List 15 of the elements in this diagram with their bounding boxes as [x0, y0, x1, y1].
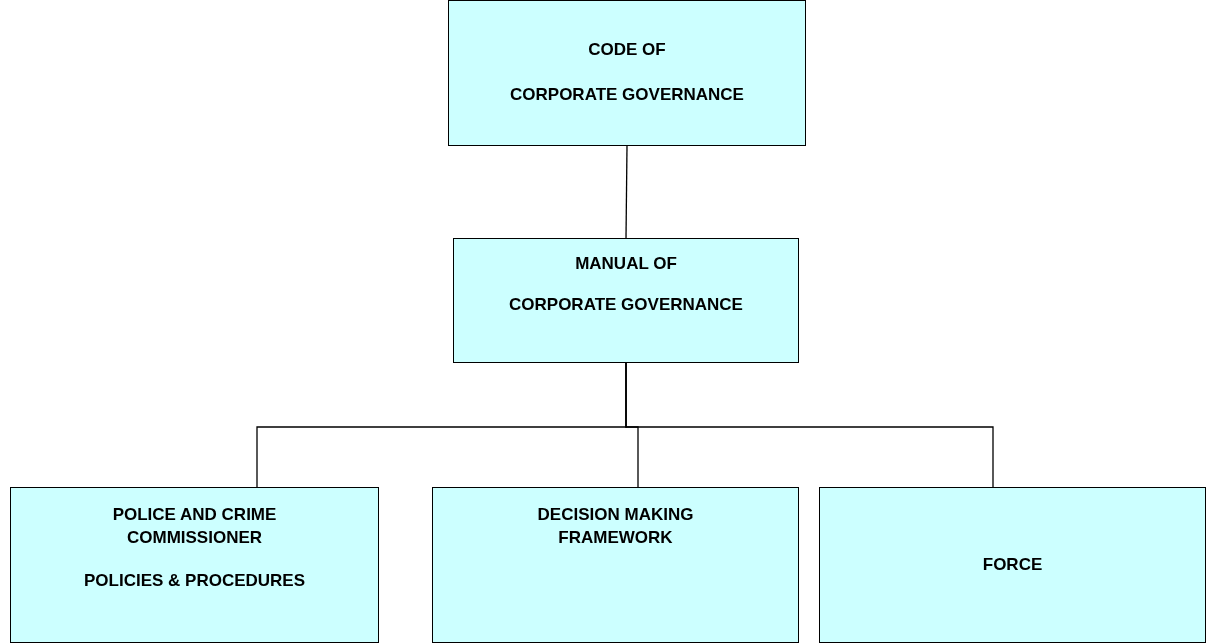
- box-label: POLICIES & PROCEDURES: [83, 569, 305, 592]
- connector-line: [625, 362, 994, 488]
- box-label: POLICE AND CRIME COMMISSIONER: [111, 504, 278, 549]
- process-box: [432, 487, 799, 643]
- box-label: CORPORATE GOVERNANCE: [509, 293, 743, 316]
- box-label: CODE OF: [588, 39, 666, 62]
- box-label: DECISION MAKING FRAMEWORK: [536, 504, 695, 549]
- process-box: [448, 0, 806, 146]
- box-label: MANUAL OF: [575, 253, 677, 275]
- process-box: [453, 238, 799, 363]
- process-box: [819, 487, 1206, 643]
- box-label: FORCE: [982, 553, 1043, 576]
- process-box: [10, 487, 379, 643]
- connector-line: [625, 145, 628, 239]
- box-label: CORPORATE GOVERNANCE: [510, 84, 744, 106]
